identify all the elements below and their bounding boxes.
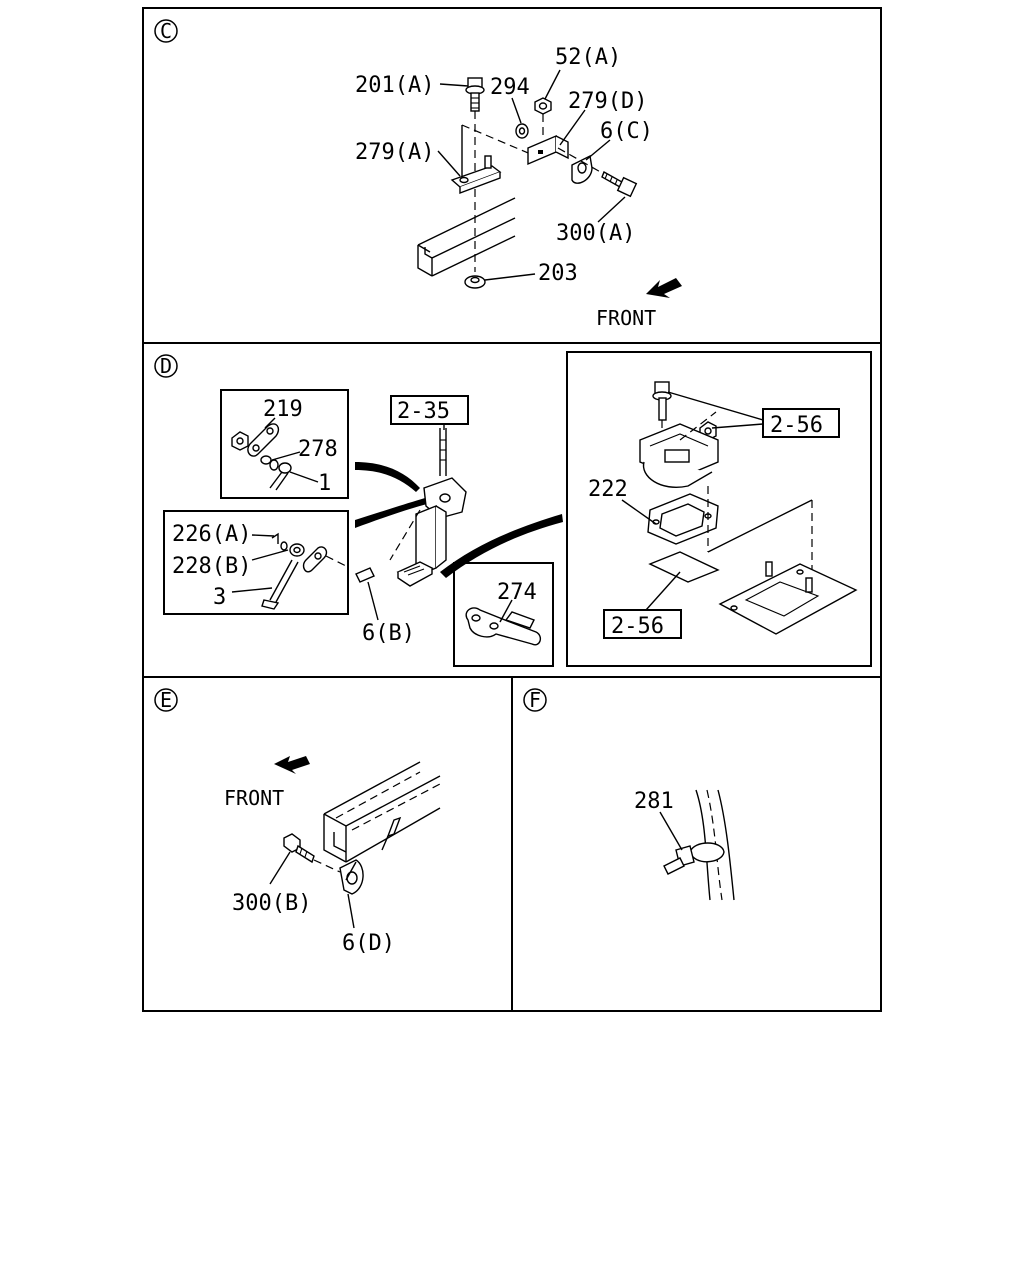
bracket-279d [527,134,569,166]
label-front-c: FRONT [596,306,656,330]
panel-d-marker: D [154,354,178,378]
box-2-56-top [762,408,840,438]
bracket-link-dash [461,124,541,159]
panel-f-marker: F [523,688,547,712]
nut-52a [534,97,552,115]
panel-c-letter: C [160,19,172,43]
panel-d-letter: D [160,354,172,378]
bolt-axis-e [313,859,341,873]
frame-rail-e [323,761,441,863]
panel-f-letter: F [529,688,541,712]
inset-274 [453,562,554,667]
label-6c: 6(C) [600,119,653,144]
washer-294 [515,123,529,139]
bolt-300a [601,171,638,198]
label-2-56-bottom: 2-56 [611,614,664,639]
label-226a: 226(A) [172,522,251,547]
inset-mount [566,351,872,667]
label-228b: 228(B) [172,554,251,579]
panel-c-leaders [437,69,626,281]
front-arrow-e [274,756,310,774]
lever-2-35 [355,428,467,587]
label-278: 278 [298,437,338,462]
label-1: 1 [318,471,331,496]
label-222: 222 [588,477,628,502]
label-52a: 52(A) [555,45,621,70]
mount-assembly [639,381,858,635]
inset-226-228-3 [163,510,349,615]
label-6d: 6(D) [342,931,395,956]
label-274: 274 [497,580,537,605]
panel-f: F 281 [523,688,735,901]
part-274 [465,607,542,646]
label-6b: 6(B) [362,621,415,646]
panel-e-leaders [269,851,355,929]
cable-tie-281 [663,842,725,875]
leader-281 [659,811,683,851]
label-279a: 279(A) [355,140,434,165]
label-2-35: 2-35 [397,399,450,424]
panel-e: E [154,688,441,956]
diagram-frames [142,7,882,1012]
clip-axis [557,147,605,175]
label-201a: 201(A) [355,73,434,98]
label-219: 219 [263,397,303,422]
label-294: 294 [490,75,530,100]
connector-lower [355,498,427,528]
front-arrow-c [646,278,682,298]
label-300a: 300(A) [556,221,635,246]
nut-203 [464,275,486,289]
box-2-56-bottom [603,609,682,639]
label-203: 203 [538,261,578,286]
label-279d: 279(D) [568,89,647,114]
label-front-e: FRONT [224,786,284,810]
connector-upper [355,462,420,492]
clip-6d [339,859,364,895]
label-300b: 300(B) [232,891,311,916]
panel-e-marker: E [154,688,178,712]
connector-right [440,514,563,578]
bracket-279a [450,125,502,195]
parts-226-228-3 [261,532,347,610]
label-2-56-top: 2-56 [770,413,823,438]
bolt-300b [283,833,315,864]
clip-6c [571,154,593,184]
frame-rail-c [417,197,516,277]
panel-d-leaders [231,391,764,623]
inset-219-278-1 [220,389,349,499]
panel-c: C [154,19,682,330]
bolt-201a [465,77,485,112]
box-2-35 [390,395,469,425]
panel-c-marker: C [154,19,178,43]
label-3: 3 [213,585,226,610]
label-281: 281 [634,789,674,814]
panel-d: D [154,351,872,667]
panel-e-letter: E [160,688,172,712]
